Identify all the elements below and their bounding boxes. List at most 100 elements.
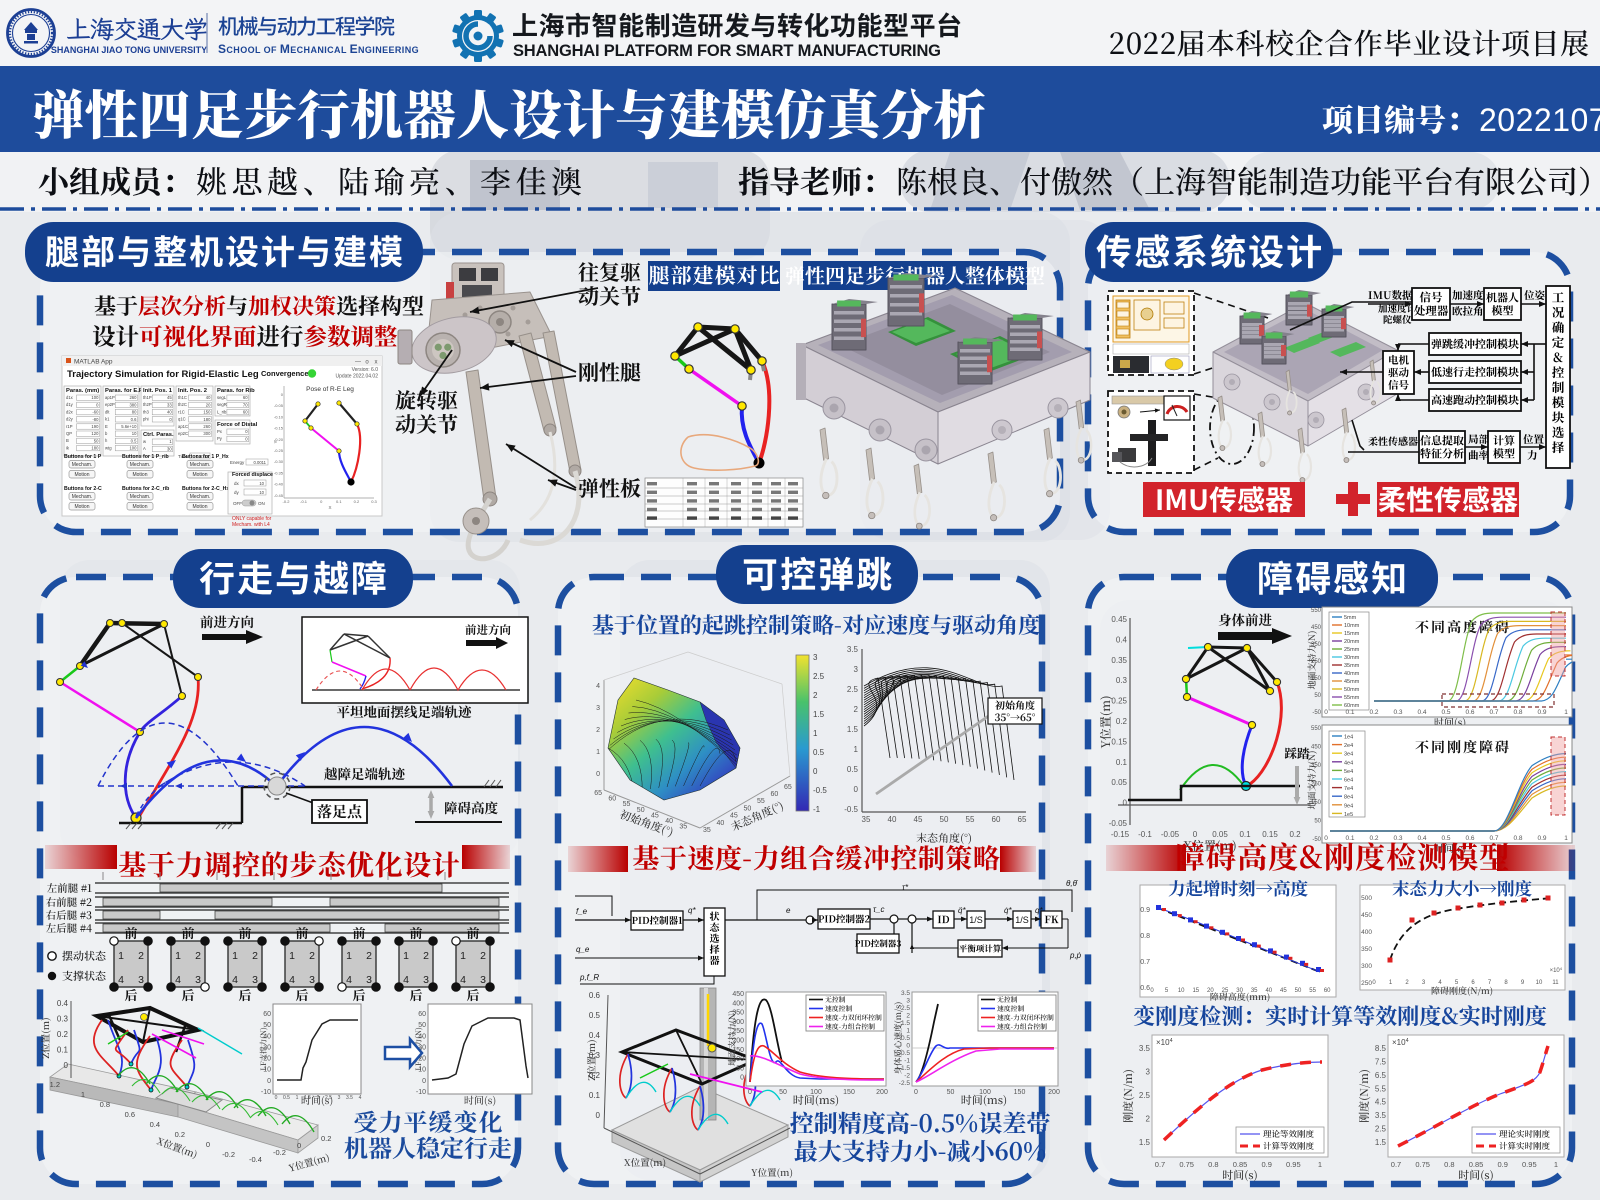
- svg-text:250: 250: [1361, 980, 1372, 987]
- svg-text:6: 6: [1471, 980, 1475, 986]
- svg-text:0: 0: [1123, 799, 1128, 808]
- svg-text:0.3: 0.3: [1116, 676, 1128, 685]
- svg-text:3: 3: [480, 974, 486, 986]
- svg-text:-0.5: -0.5: [813, 786, 827, 795]
- svg-text:θ,θ̈: θ,θ̈: [1066, 879, 1079, 888]
- svg-text:120: 120: [91, 431, 99, 436]
- svg-text:15: 15: [1192, 988, 1199, 994]
- svg-text:40: 40: [665, 818, 673, 825]
- svg-text:45: 45: [167, 395, 172, 400]
- svg-text:3.5: 3.5: [346, 1095, 353, 1101]
- svg-text:20: 20: [206, 402, 211, 407]
- svg-text:q_e: q_e: [576, 945, 590, 954]
- svg-text:0.4: 0.4: [57, 999, 69, 1008]
- svg-text:60: 60: [418, 1011, 426, 1018]
- svg-text:0.3: 0.3: [589, 1051, 601, 1060]
- svg-text:2.5: 2.5: [1375, 1125, 1387, 1134]
- svg-text:0.9: 0.9: [1140, 907, 1150, 914]
- svg-text:40: 40: [167, 410, 172, 415]
- svg-text:Paras. for Rib: Paras. for Rib: [217, 388, 255, 394]
- svg-text:40: 40: [717, 820, 725, 827]
- svg-text:Motion: Motion: [192, 472, 207, 478]
- svg-text:0.2: 0.2: [1369, 709, 1378, 716]
- svg-text:0.8: 0.8: [100, 1100, 110, 1109]
- svg-text:20mm: 20mm: [1344, 639, 1360, 645]
- svg-text:150: 150: [203, 410, 211, 415]
- svg-text:260: 260: [129, 395, 137, 400]
- svg-text:150: 150: [1014, 1089, 1026, 1096]
- svg-text:0: 0: [813, 767, 818, 776]
- svg-text:35: 35: [703, 827, 711, 834]
- svg-text:400: 400: [1361, 929, 1372, 936]
- svg-text:1: 1: [296, 1095, 299, 1101]
- svg-text:5e4: 5e4: [1344, 769, 1353, 775]
- svg-text:0.5: 0.5: [813, 748, 825, 757]
- svg-text:0.75: 0.75: [1415, 1160, 1430, 1169]
- svg-text:55: 55: [1309, 988, 1316, 994]
- svg-text:1.5: 1.5: [304, 1095, 311, 1101]
- svg-text:0.9: 0.9: [1537, 835, 1546, 842]
- svg-text:wtg: wtg: [105, 445, 112, 450]
- svg-text:-0.5: -0.5: [899, 1050, 911, 1057]
- svg-text:1.5: 1.5: [1375, 1138, 1387, 1147]
- svg-text:0.5: 0.5: [1441, 835, 1450, 842]
- svg-text:q1C: q1C: [178, 417, 186, 422]
- svg-text:1e4: 1e4: [1344, 735, 1353, 741]
- svg-text:1: 1: [118, 950, 124, 962]
- svg-text:0: 0: [275, 1095, 278, 1101]
- svg-text:45mm: 45mm: [1344, 679, 1360, 685]
- svg-text:2: 2: [366, 950, 372, 962]
- svg-text:0.8: 0.8: [1208, 1160, 1218, 1169]
- svg-text:Paras. for E.P.: Paras. for E.P.: [105, 388, 144, 394]
- svg-text:0.3: 0.3: [1393, 835, 1402, 842]
- svg-text:0.95: 0.95: [1286, 1160, 1301, 1169]
- svg-text:1: 1: [346, 950, 352, 962]
- svg-text:1.5: 1.5: [813, 710, 825, 719]
- svg-text:Motion: Motion: [192, 504, 207, 510]
- svg-text:Buttons for 2-C: Buttons for 2-C: [64, 486, 102, 492]
- svg-text:Y: Y: [273, 440, 278, 443]
- svg-text:2: 2: [309, 950, 315, 962]
- svg-text:-0.05: -0.05: [1161, 830, 1180, 839]
- svg-text:100: 100: [732, 1056, 744, 1063]
- svg-text:10: 10: [259, 481, 264, 486]
- svg-text:Version: 6.0: Version: 6.0: [352, 367, 379, 373]
- svg-text:350: 350: [1311, 642, 1322, 648]
- svg-text:150: 150: [732, 1047, 744, 1054]
- svg-text:300: 300: [1361, 963, 1372, 970]
- svg-text:1e5: 1e5: [1344, 812, 1353, 818]
- svg-text:5.6e+10: 5.6e+10: [121, 424, 137, 429]
- svg-text:0: 0: [914, 1089, 918, 1096]
- svg-text:dx: dx: [234, 481, 240, 486]
- svg-text:-0.45: -0.45: [274, 493, 284, 498]
- svg-text:4: 4: [118, 974, 124, 986]
- svg-text:1: 1: [596, 749, 600, 756]
- svg-text:0: 0: [206, 1140, 210, 1149]
- svg-text:0.05: 0.05: [1111, 778, 1127, 787]
- svg-text:150: 150: [1311, 800, 1322, 806]
- svg-text:550: 550: [1311, 726, 1322, 732]
- svg-text:200: 200: [1048, 1089, 1060, 1096]
- svg-text:30: 30: [1236, 988, 1243, 994]
- svg-text:OFF: OFF: [233, 501, 242, 506]
- svg-text:400: 400: [732, 1000, 744, 1007]
- svg-text:0: 0: [740, 1075, 744, 1082]
- svg-text:0.85: 0.85: [1233, 1160, 1248, 1169]
- svg-text:8e4: 8e4: [1344, 795, 1353, 801]
- svg-text:0: 0: [1372, 980, 1376, 986]
- svg-text:d2y: d2y: [66, 417, 74, 422]
- svg-text:33: 33: [167, 402, 172, 407]
- svg-text:50: 50: [947, 1089, 955, 1096]
- svg-text:0.0011: 0.0011: [254, 460, 267, 465]
- svg-text:2: 2: [480, 950, 486, 962]
- svg-text:350: 350: [732, 1010, 744, 1017]
- svg-text:0.2: 0.2: [57, 1030, 69, 1039]
- svg-text:ep2P: ep2P: [105, 402, 115, 407]
- svg-text:-0.1: -0.1: [300, 499, 308, 504]
- svg-text:0: 0: [245, 436, 248, 441]
- svg-text:0: 0: [854, 785, 859, 794]
- svg-text:ap1P: ap1P: [105, 395, 115, 400]
- svg-text:1: 1: [813, 729, 818, 738]
- svg-text:10: 10: [1178, 988, 1185, 994]
- svg-text:f_e: f_e: [576, 907, 588, 916]
